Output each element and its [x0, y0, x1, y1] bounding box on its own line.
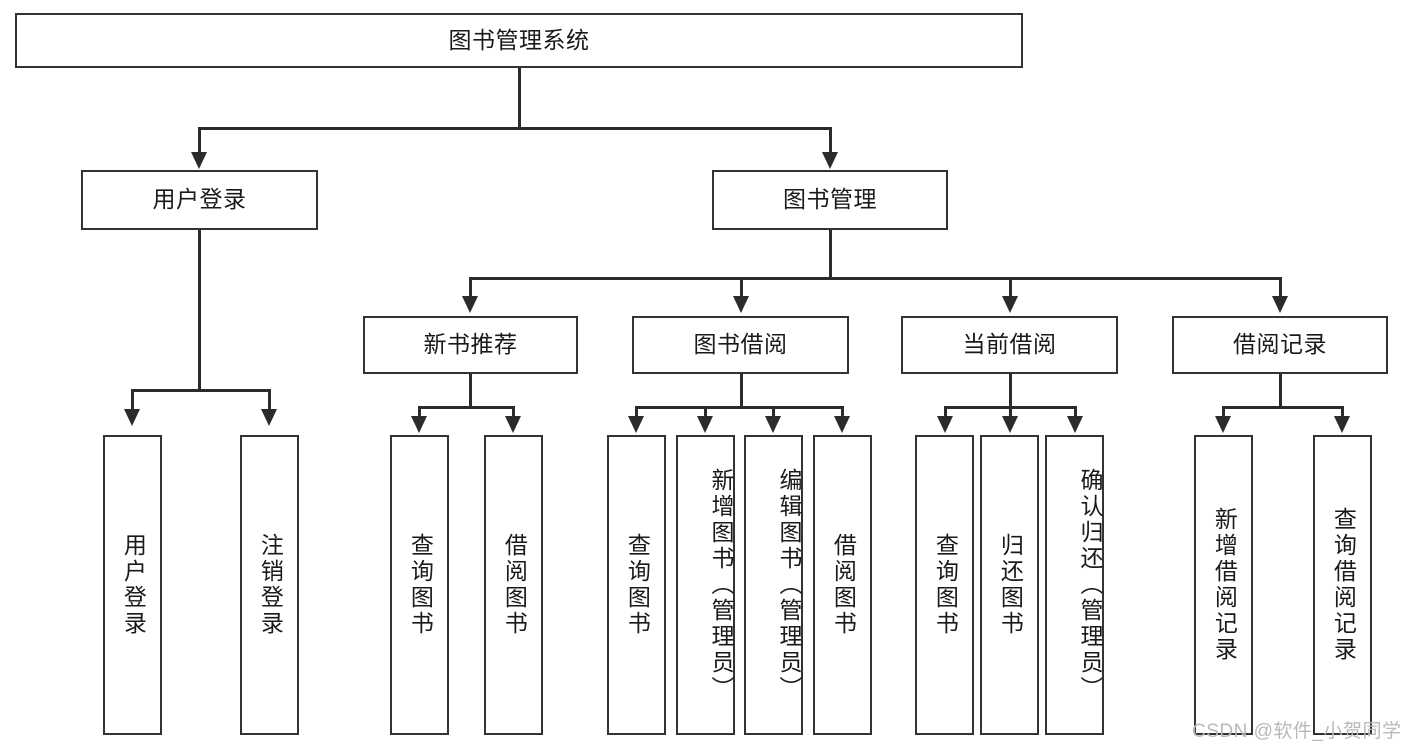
leaf-logout-login[interactable]: 注销登录 — [240, 435, 299, 735]
node-current-borrow[interactable]: 当前借阅 — [901, 316, 1118, 374]
arrow-bb-to-borrow-book — [834, 416, 850, 433]
leaf-user-login[interactable]: 用户登录 — [103, 435, 162, 735]
arrow-br-to-add-record — [1215, 416, 1231, 433]
leaf-confirm-return[interactable]: 确认归还（管理员） — [1045, 435, 1104, 735]
connector-borrow-record-stem — [1279, 374, 1282, 407]
connector-root-drop-user-login — [198, 127, 201, 157]
arrow-nbr-to-query-book — [411, 416, 427, 433]
arrow-book-manage-to-current-borrow — [1002, 296, 1018, 313]
arrow-br-to-query-record — [1334, 416, 1350, 433]
connector-cb-drop-1 — [944, 406, 947, 418]
connector-br-drop-2 — [1341, 406, 1344, 418]
connector-book-manage-drop-4 — [1279, 277, 1282, 298]
leaf-query-book-recommend[interactable]: 查询图书 — [390, 435, 449, 735]
connector-root-stem — [518, 68, 521, 128]
connector-nbr-drop-1 — [418, 406, 421, 418]
connector-bb-drop-4 — [841, 406, 844, 418]
leaf-return-book[interactable]: 归还图书 — [980, 435, 1039, 735]
arrow-book-manage-to-borrow-record — [1272, 296, 1288, 313]
connector-br-drop-1 — [1222, 406, 1225, 418]
arrow-user-login-to-leaf-logout-login — [261, 409, 277, 426]
connector-book-manage-bus — [470, 277, 1281, 280]
connector-borrow-record-bus — [1223, 406, 1342, 409]
connector-user-login-stem — [198, 230, 201, 390]
connector-new-book-recommend-stem — [469, 374, 472, 407]
leaf-add-borrow-record[interactable]: 新增借阅记录 — [1194, 435, 1253, 735]
connector-bb-drop-1 — [635, 406, 638, 418]
connector-cb-drop-3 — [1074, 406, 1077, 418]
connector-current-borrow-stem — [1009, 374, 1012, 407]
connector-book-borrow-stem — [740, 374, 743, 407]
arrow-book-manage-to-new-book-recommend — [462, 296, 478, 313]
leaf-query-book-current[interactable]: 查询图书 — [915, 435, 974, 735]
arrow-cb-to-query-book — [937, 416, 953, 433]
connector-nbr-drop-2 — [512, 406, 515, 418]
node-new-book-recommend[interactable]: 新书推荐 — [363, 316, 578, 374]
leaf-borrow-book-recommend[interactable]: 借阅图书 — [484, 435, 543, 735]
connector-new-book-recommend-bus — [419, 406, 515, 409]
connector-user-login-bus — [132, 389, 269, 392]
arrow-nbr-to-borrow-book — [505, 416, 521, 433]
connector-book-manage-drop-3 — [1009, 277, 1012, 298]
arrow-cb-to-confirm-return — [1067, 416, 1083, 433]
connector-user-login-drop-1 — [131, 389, 134, 411]
connector-root-drop-book-manage — [829, 127, 832, 157]
connector-bb-drop-2 — [704, 406, 707, 418]
arrow-cb-to-return-book — [1002, 416, 1018, 433]
connector-bb-drop-3 — [772, 406, 775, 418]
node-borrow-record[interactable]: 借阅记录 — [1172, 316, 1388, 374]
arrow-bb-to-add-book — [697, 416, 713, 433]
arrow-book-manage-to-book-borrow — [733, 296, 749, 313]
connector-book-manage-stem — [829, 230, 832, 278]
leaf-borrow-book-borrow[interactable]: 借阅图书 — [813, 435, 872, 735]
node-book-borrow[interactable]: 图书借阅 — [632, 316, 849, 374]
node-root[interactable]: 图书管理系统 — [15, 13, 1023, 68]
connector-book-borrow-bus — [636, 406, 843, 409]
arrow-bb-to-query-book — [628, 416, 644, 433]
leaf-edit-book[interactable]: 编辑图书（管理员） — [744, 435, 803, 735]
connector-book-manage-drop-1 — [469, 277, 472, 298]
leaf-query-borrow-record[interactable]: 查询借阅记录 — [1313, 435, 1372, 735]
leaf-query-book-borrow[interactable]: 查询图书 — [607, 435, 666, 735]
connector-root-bus — [199, 127, 831, 130]
arrow-root-to-book-manage — [822, 152, 838, 169]
connector-book-manage-drop-2 — [740, 277, 743, 298]
leaf-add-book[interactable]: 新增图书（管理员） — [676, 435, 735, 735]
arrow-root-to-user-login — [191, 152, 207, 169]
connector-user-login-drop-2 — [268, 389, 271, 411]
node-book-manage[interactable]: 图书管理 — [712, 170, 948, 230]
node-user-login[interactable]: 用户登录 — [81, 170, 318, 230]
arrow-bb-to-edit-book — [765, 416, 781, 433]
arrow-user-login-to-leaf-user-login — [124, 409, 140, 426]
connector-cb-drop-2 — [1009, 406, 1012, 418]
